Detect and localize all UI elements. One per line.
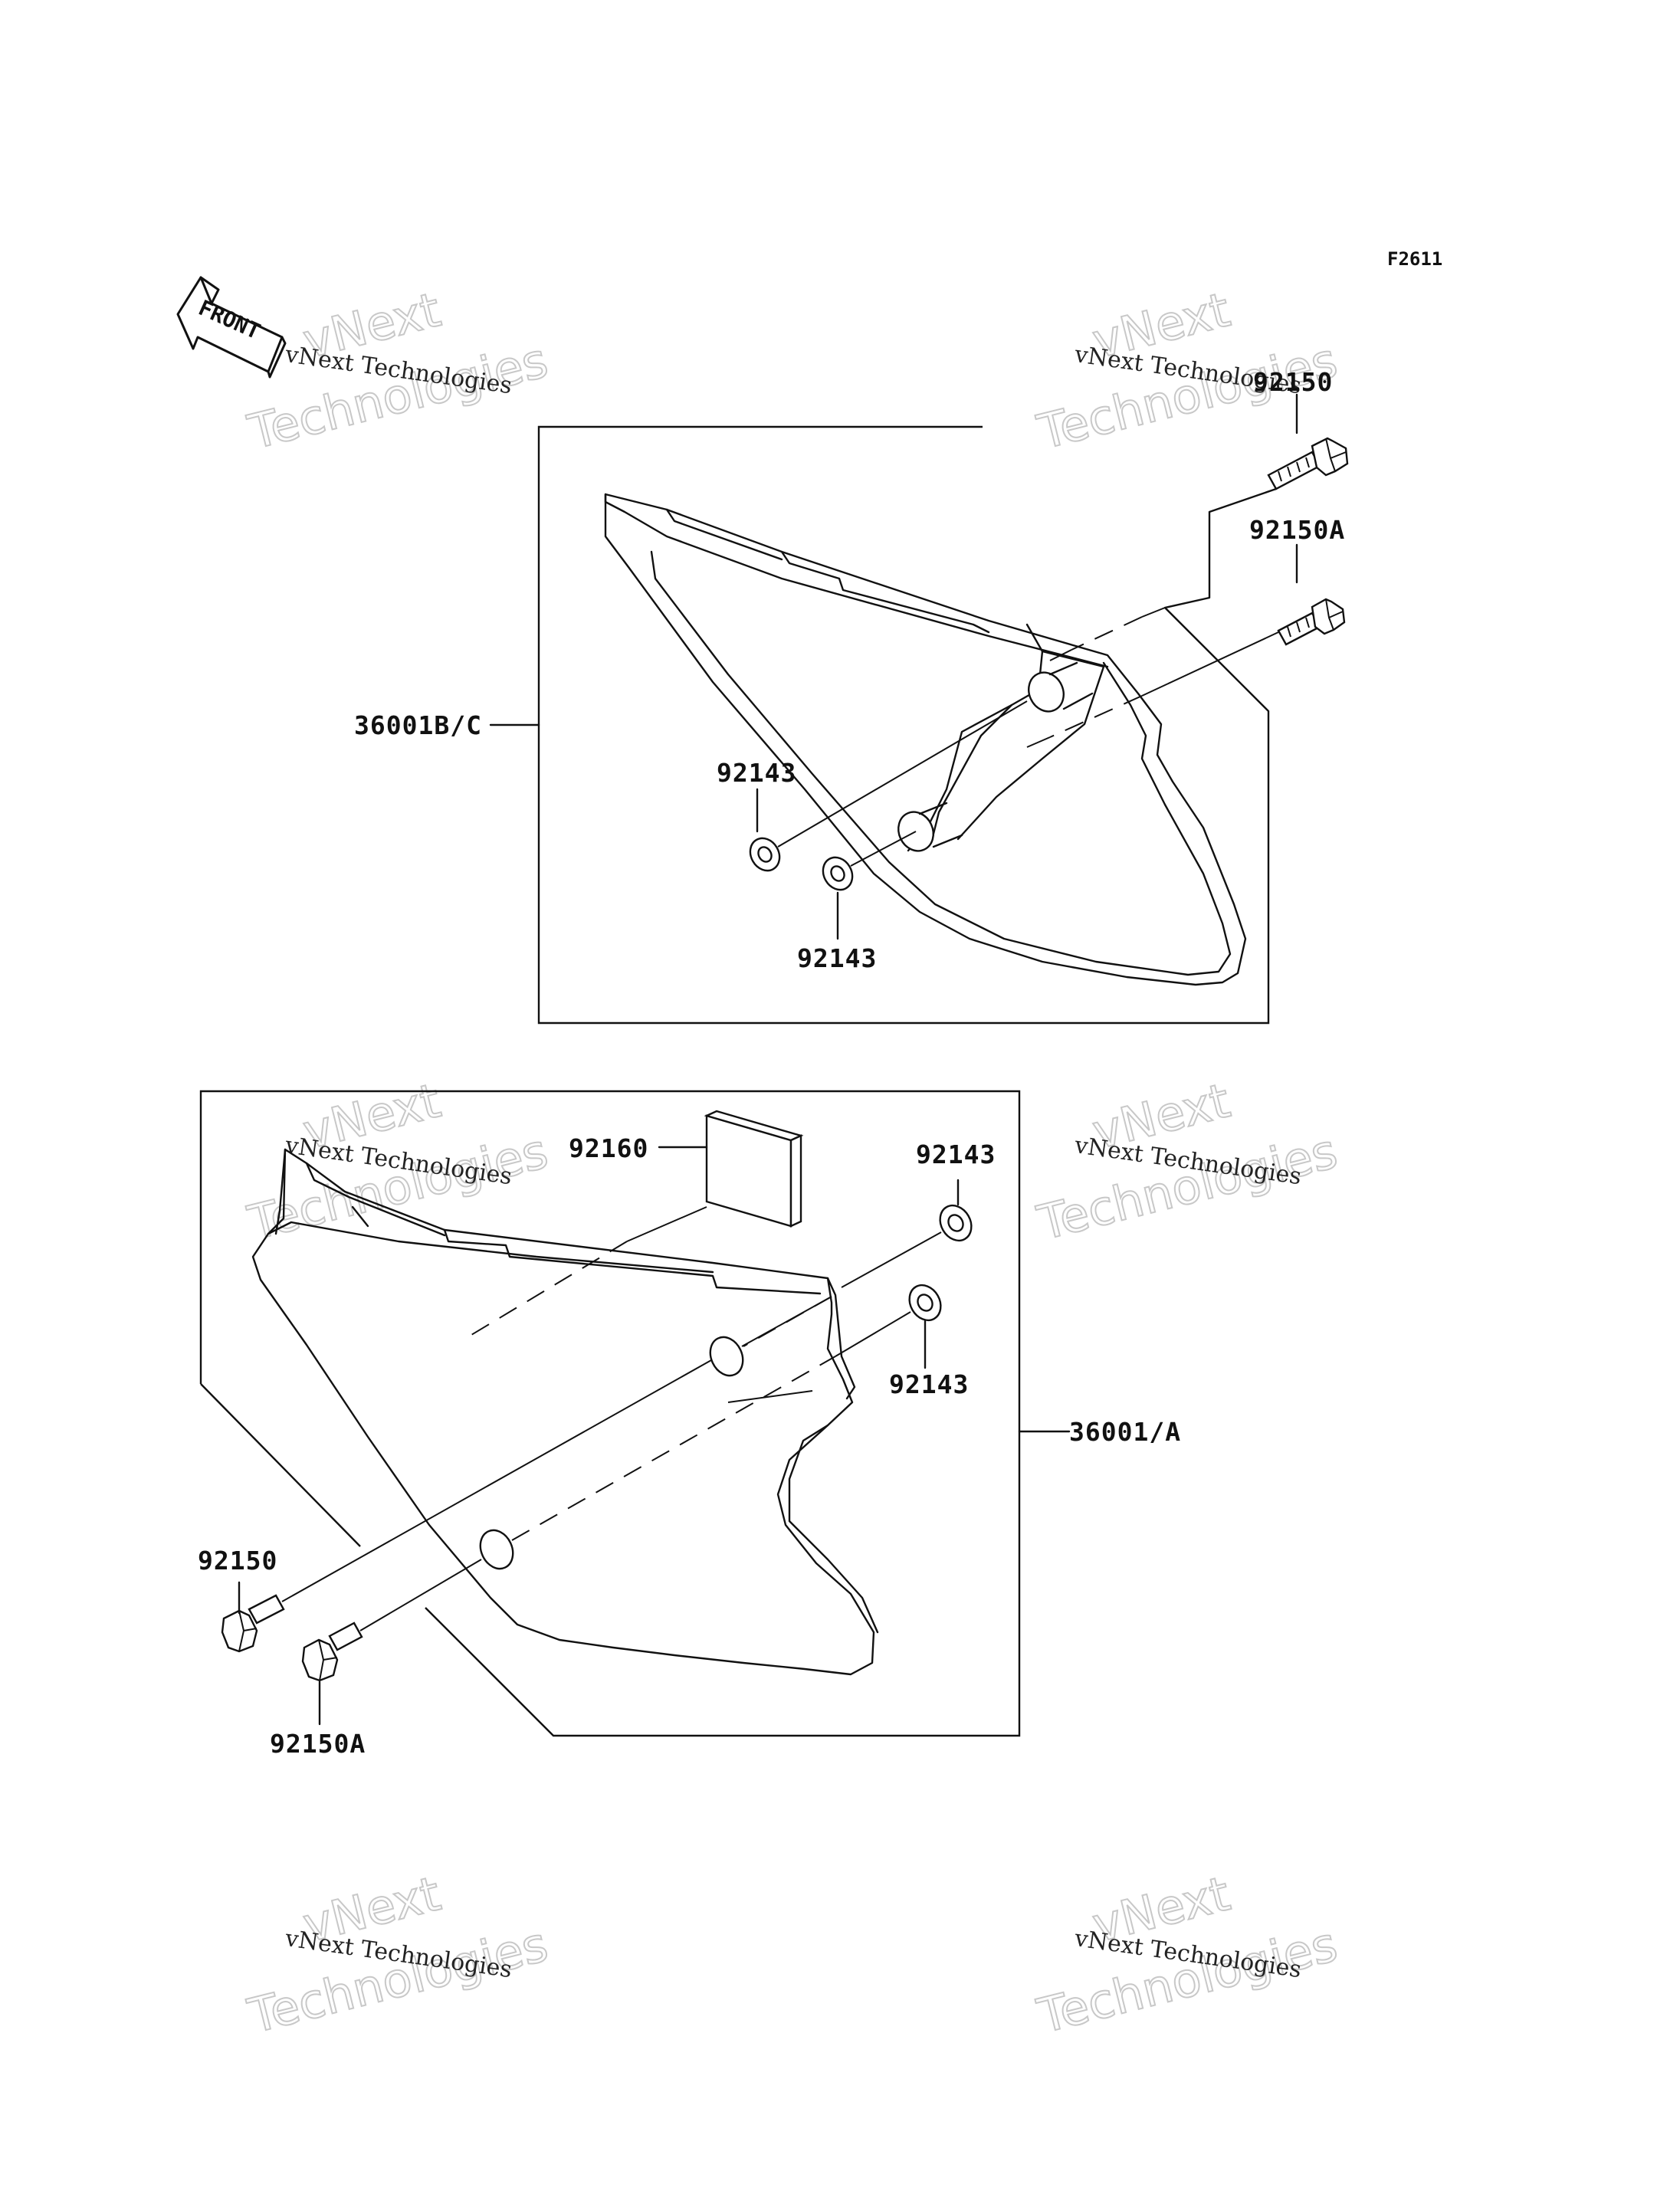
label-92143-upper-1: 92143 bbox=[717, 758, 796, 788]
side-cover-upper bbox=[604, 493, 1247, 986]
bolt-92150A-upper bbox=[1277, 598, 1346, 646]
label-92150A-lower: 92150A bbox=[270, 1729, 366, 1759]
lower-frame bbox=[199, 1090, 1021, 1737]
bolt-92150-lower bbox=[221, 1594, 285, 1653]
label-92143-upper-2: 92143 bbox=[797, 943, 877, 973]
label-92150-upper: 92150 bbox=[1253, 367, 1333, 397]
side-cover-lower bbox=[251, 1148, 875, 1676]
label-92143-lower-2: 92143 bbox=[889, 1369, 969, 1399]
label-36001A: 36001/A bbox=[1069, 1417, 1181, 1447]
watermark-mid-right: vNext Technologies vNext Technologies bbox=[1032, 1071, 1344, 1251]
upper-assembly bbox=[489, 393, 1349, 1025]
watermark-bottom-right: vNext Technologies vNext Technologies bbox=[1032, 1864, 1344, 2045]
watermark-top-left: vNext Technologies vNext Technologies bbox=[242, 280, 554, 461]
figure-code: F2611 bbox=[1387, 248, 1442, 270]
front-arrow-icon: FRONT bbox=[176, 276, 287, 379]
lower-assembly bbox=[199, 1090, 1071, 1737]
washer-92143-upper-2 bbox=[822, 856, 854, 891]
bolt-92150-upper bbox=[1267, 437, 1349, 490]
watermark-bottom-left: vNext Technologies vNext Technologies bbox=[242, 1864, 554, 2045]
washer-92143-lower-1 bbox=[939, 1204, 973, 1242]
washer-92143-lower-2 bbox=[908, 1284, 942, 1322]
front-label: FRONT bbox=[195, 295, 264, 344]
pad-92160 bbox=[704, 1110, 804, 1228]
bolt-92150A-lower bbox=[301, 1622, 363, 1682]
label-92143-lower-1: 92143 bbox=[916, 1139, 996, 1169]
washer-92143-upper-1 bbox=[749, 837, 781, 872]
label-92150A-upper: 92150A bbox=[1249, 515, 1345, 545]
upper-frame bbox=[537, 425, 1270, 1025]
label-92150-lower: 92150 bbox=[198, 1546, 277, 1576]
label-92160: 92160 bbox=[569, 1133, 648, 1163]
label-36001BC: 36001B/C bbox=[354, 710, 482, 740]
